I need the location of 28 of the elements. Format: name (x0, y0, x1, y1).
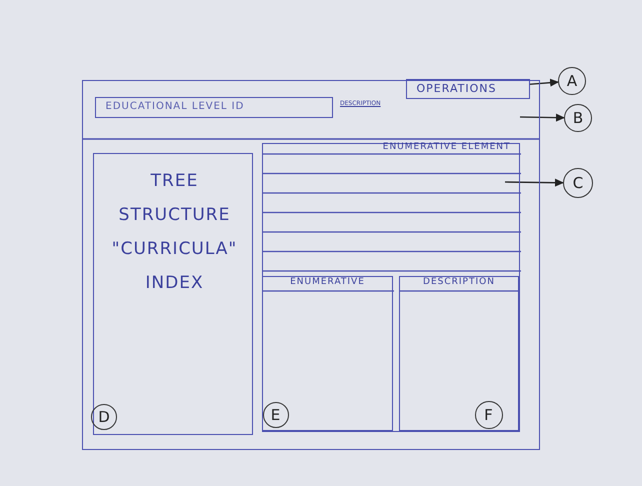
box-title: OPERATIONS (416, 82, 496, 94)
column-header: DESCRIPTION (422, 277, 496, 287)
window-frame (82, 80, 540, 450)
callout-letter: B (572, 109, 584, 127)
grid-panel (399, 276, 519, 431)
operations-box (406, 78, 530, 98)
arrow (520, 114, 565, 122)
input-field (94, 96, 332, 118)
panel-title: ENUMERATIVE ELEMENT (382, 142, 510, 152)
arrow (505, 178, 564, 187)
callout-circle (474, 400, 502, 428)
callout-letter: C (572, 174, 584, 192)
callout-circle (558, 67, 586, 95)
tree-panel (92, 152, 252, 434)
arrow (530, 78, 560, 87)
callout-circle (564, 104, 592, 132)
panel-text: TREE STRUCTURE "CURRICULA" INDEX (110, 170, 238, 294)
callout-letter: A (566, 72, 578, 90)
callout-letter: D (98, 408, 110, 426)
callout-letter: E (270, 406, 280, 424)
callout-circle (91, 404, 117, 430)
callout-letter: F (484, 406, 493, 424)
callout-circle (262, 402, 288, 428)
list-panel (262, 142, 520, 432)
grid-panel (262, 276, 393, 431)
column-header: ENUMERATIVE (289, 277, 366, 287)
field-label: EDUCATIONAL LEVEL ID (106, 100, 244, 112)
callout-circle (563, 168, 593, 198)
